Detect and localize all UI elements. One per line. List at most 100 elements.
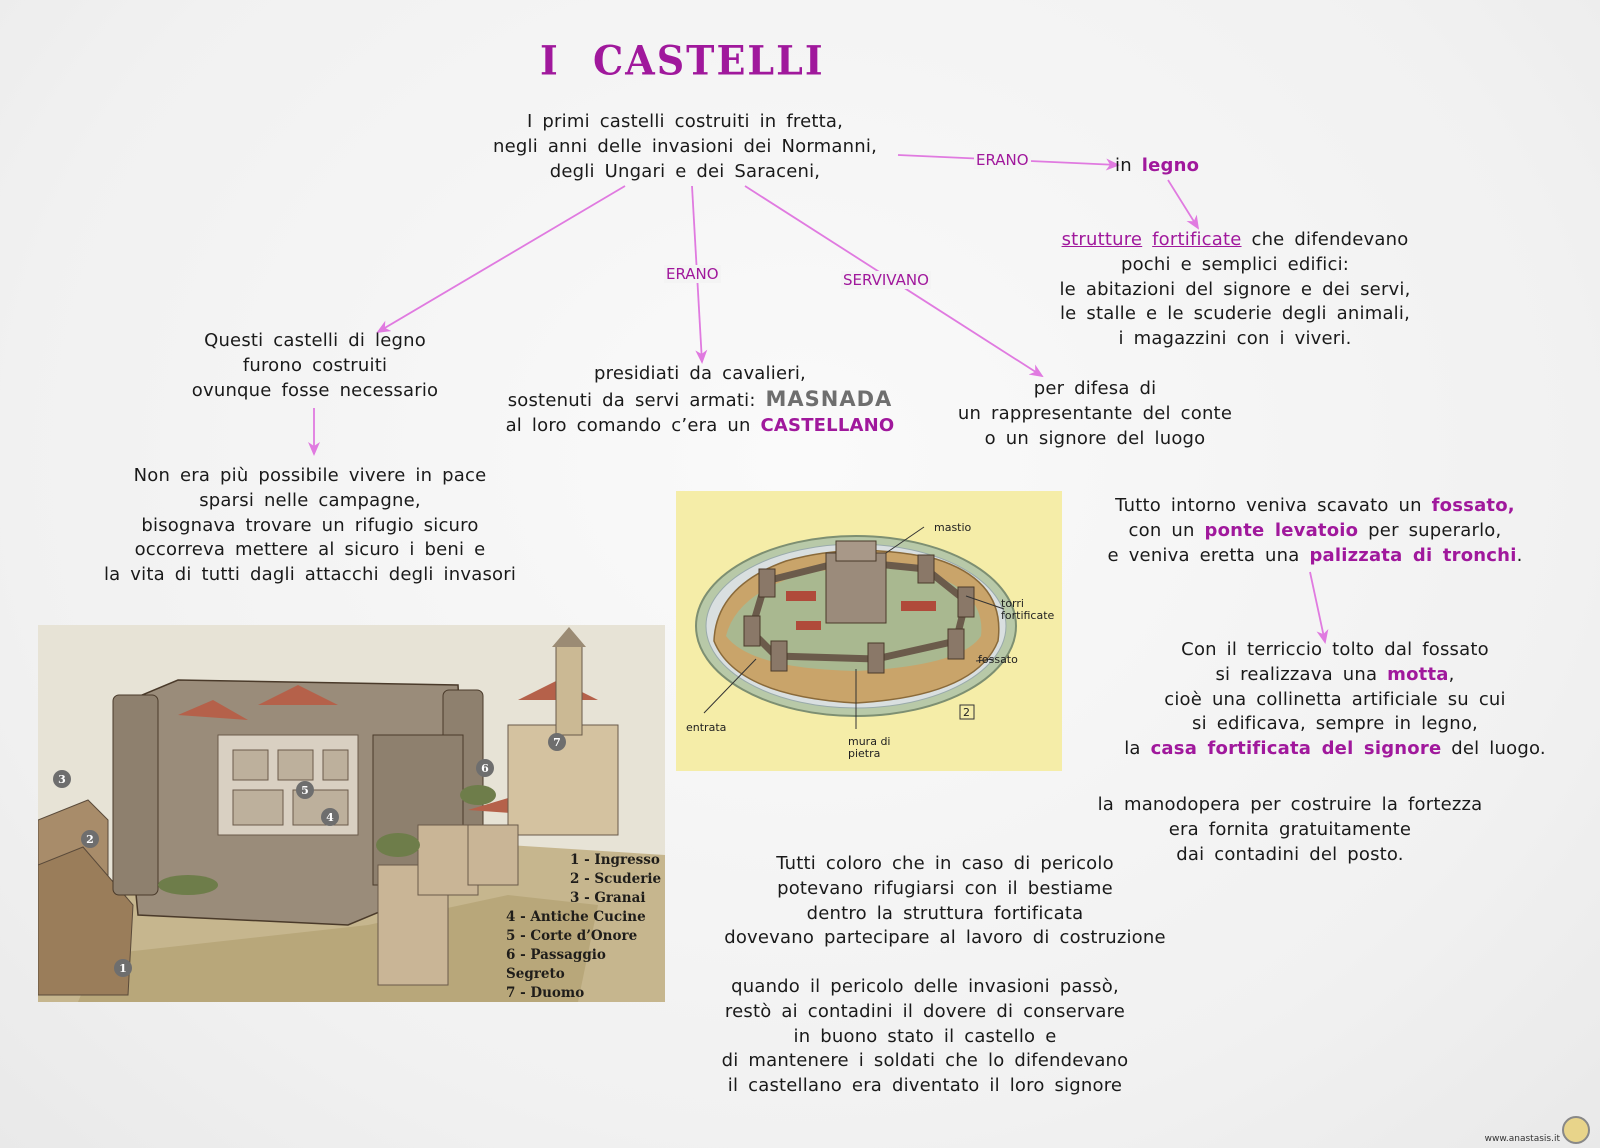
site-credit: www.anastasis.it xyxy=(1484,1134,1560,1144)
legno-prefix: in xyxy=(1115,155,1132,176)
tutti-line: Tutti coloro che in caso di pericolo xyxy=(776,853,1114,874)
pace-line: Non era più possibile vivere in pace xyxy=(133,465,487,486)
marker-4: 4 xyxy=(326,811,334,824)
pace-line: occorreva mettere al sicuro i beni e xyxy=(134,539,486,561)
pace-line: sparsi nelle campagne, xyxy=(199,489,421,511)
difesa-line: un rappresentante del conte xyxy=(957,402,1233,424)
figure-number: 2 xyxy=(963,706,970,719)
quando-line: restò ai contadini il dovere di conserva… xyxy=(724,1000,1126,1022)
marker-3: 3 xyxy=(58,773,66,786)
quando-line: di mantenere i soldati che lo difendevan… xyxy=(721,1050,1129,1072)
strutture-line: pochi e semplici edifici: xyxy=(1120,253,1350,275)
tutti-line: dentro la struttura fortificata xyxy=(806,902,1084,924)
arrow-intro-to-questi xyxy=(376,185,626,334)
presidiati-text: presidiati da cavalieri, sostenuti da se… xyxy=(490,362,910,438)
marker-1: 1 xyxy=(119,962,127,975)
label-fortificate: fortificate xyxy=(1001,609,1055,622)
marker-7: 7 xyxy=(553,736,561,749)
legend-item: 7 - Duomo xyxy=(506,985,585,1001)
questi-line: Questi castelli di legno xyxy=(204,330,426,351)
label-servivano: SERVIVANO xyxy=(841,271,931,289)
marker-6: 6 xyxy=(481,762,489,775)
difesa-text: per difesa di un rappresentante del cont… xyxy=(945,377,1245,451)
pace-line: la vita di tutti dagli attacchi degli in… xyxy=(103,564,517,586)
presidiati-line: presidiati da cavalieri, xyxy=(594,363,806,384)
strutture-line: i magazzini con i viveri. xyxy=(1118,328,1352,350)
ponte-levatoio-term: ponte levatoio xyxy=(1204,519,1359,541)
strutture-link[interactable]: strutture xyxy=(1061,229,1143,250)
castle-diagram-drawing: mastio torri fortificate fossato entrata… xyxy=(686,521,1055,760)
intro-text: I primi castelli costruiti in fretta, ne… xyxy=(465,110,905,184)
questi-line: ovunque fosse necessario xyxy=(191,379,439,401)
castle-illustration: 1 2 3 4 5 6 7 1 - Ingresso 2 - Scuderie … xyxy=(38,625,665,1002)
quando-line: in buono stato il castello e xyxy=(793,1025,1057,1047)
motta-term: motta xyxy=(1387,663,1449,685)
pace-line: bisognava trovare un rifugio sicuro xyxy=(141,514,479,536)
strutture-line: le stalle e le scuderie degli animali, xyxy=(1059,303,1410,325)
motta-line2: si realizzava una xyxy=(1215,663,1378,685)
tutti-line: dovevano partecipare al lavoro di costru… xyxy=(724,927,1166,949)
fossato-line1: Tutto intorno veniva scavato un xyxy=(1115,495,1422,516)
difesa-line: per difesa di xyxy=(1033,378,1157,399)
arrow-legno-to-strutture xyxy=(1167,179,1200,230)
questi-line: furono costruiti xyxy=(242,354,388,376)
motta-text: Con il terriccio tolto dal fossato si re… xyxy=(1095,638,1575,762)
masnada-term: MASNADA xyxy=(765,386,893,411)
legend-item: 5 - Corte d’Onore xyxy=(506,928,638,944)
legend-item: 6 - Passaggio Segreto xyxy=(506,947,606,982)
manodopera-line: la manodopera per costruire la fortezza xyxy=(1097,794,1483,815)
quando-text: quando il pericolo delle invasioni passò… xyxy=(690,975,1160,1099)
label-torri: torri xyxy=(1001,597,1024,610)
label-fossato: fossato xyxy=(978,653,1018,666)
strutture-line: le abitazioni del signore e dei servi, xyxy=(1059,278,1411,300)
fossato-term: fossato, xyxy=(1431,495,1515,516)
marker-2: 2 xyxy=(86,833,94,846)
quando-line: il castellano era diventato il loro sign… xyxy=(727,1075,1123,1097)
label-erano-top: ERANO xyxy=(974,151,1031,169)
strutture-rest: che difendevano xyxy=(1251,229,1409,250)
arrow-fossato-to-motta xyxy=(1309,571,1329,644)
marker-5: 5 xyxy=(301,784,309,797)
logo-icon xyxy=(1562,1116,1590,1144)
motta-line: si edificava, sempre in legno, xyxy=(1192,713,1478,735)
castellano-term: CASTELLANO xyxy=(760,414,895,436)
fossato-line2-suffix: per superarlo, xyxy=(1368,519,1502,541)
label-erano-mid: ERANO xyxy=(664,265,721,283)
illustration-legend: 1 - Ingresso 2 - Scuderie 3 - Granai 4 -… xyxy=(506,851,665,1002)
tutti-line: potevano rifugiarsi con il bestiame xyxy=(777,877,1113,899)
legno-word: legno xyxy=(1141,155,1200,176)
fortificate-link[interactable]: fortificate xyxy=(1152,229,1242,250)
palizzata-term: palizzata di tronchi xyxy=(1309,544,1517,566)
legend-item: 2 - Scuderie xyxy=(570,871,662,887)
motta-line: cioè una collinetta artificiale su cui xyxy=(1164,688,1506,710)
motta-line5: la xyxy=(1124,738,1141,760)
motta-line5-suffix: del luogo. xyxy=(1451,738,1546,760)
legend-item: 3 - Granai xyxy=(570,890,646,906)
motta-line2-suffix: , xyxy=(1448,663,1455,685)
quando-line: quando il pericolo delle invasioni passò… xyxy=(731,976,1119,997)
casa-fortificata-term: casa fortificata del signore xyxy=(1150,738,1442,760)
legend-item: 4 - Antiche Cucine xyxy=(506,909,646,925)
difesa-line: o un signore del luogo xyxy=(984,427,1206,449)
castle-diagram: mastio torri fortificate fossato entrata… xyxy=(676,491,1062,771)
questi-text: Questi castelli di legno furono costruit… xyxy=(170,329,460,403)
label-mastio: mastio xyxy=(934,521,972,534)
intro-line: negli anni delle invasioni dei Normanni, xyxy=(492,135,877,157)
fossato-line3: e veniva eretta una xyxy=(1107,544,1300,566)
motta-line: Con il terriccio tolto dal fossato xyxy=(1181,639,1489,660)
intro-line: I primi castelli costruiti in fretta, xyxy=(526,111,844,132)
label-pietra: pietra xyxy=(848,747,880,760)
legend-item: 1 - Ingresso xyxy=(570,852,660,868)
manodopera-text: la manodopera per costruire la fortezza … xyxy=(1080,793,1500,867)
label-entrata: entrata xyxy=(686,721,726,734)
manodopera-line: dai contadini del posto. xyxy=(1176,843,1404,865)
fossato-line3-suffix: . xyxy=(1516,544,1523,566)
presidiati-line2: sostenuti da servi armati: xyxy=(507,389,756,411)
presidiati-line3: al loro comando c’era un xyxy=(505,414,751,436)
fossato-text: Tutto intorno veniva scavato un fossato,… xyxy=(1060,494,1570,568)
page-title: I CASTELLI xyxy=(540,36,825,85)
label-mura: mura di xyxy=(848,735,891,748)
tutti-text: Tutti coloro che in caso di pericolo pot… xyxy=(700,852,1190,951)
manodopera-line: era fornita gratuitamente xyxy=(1168,818,1412,840)
strutture-text: strutture fortificate che difendevano po… xyxy=(1040,228,1430,352)
